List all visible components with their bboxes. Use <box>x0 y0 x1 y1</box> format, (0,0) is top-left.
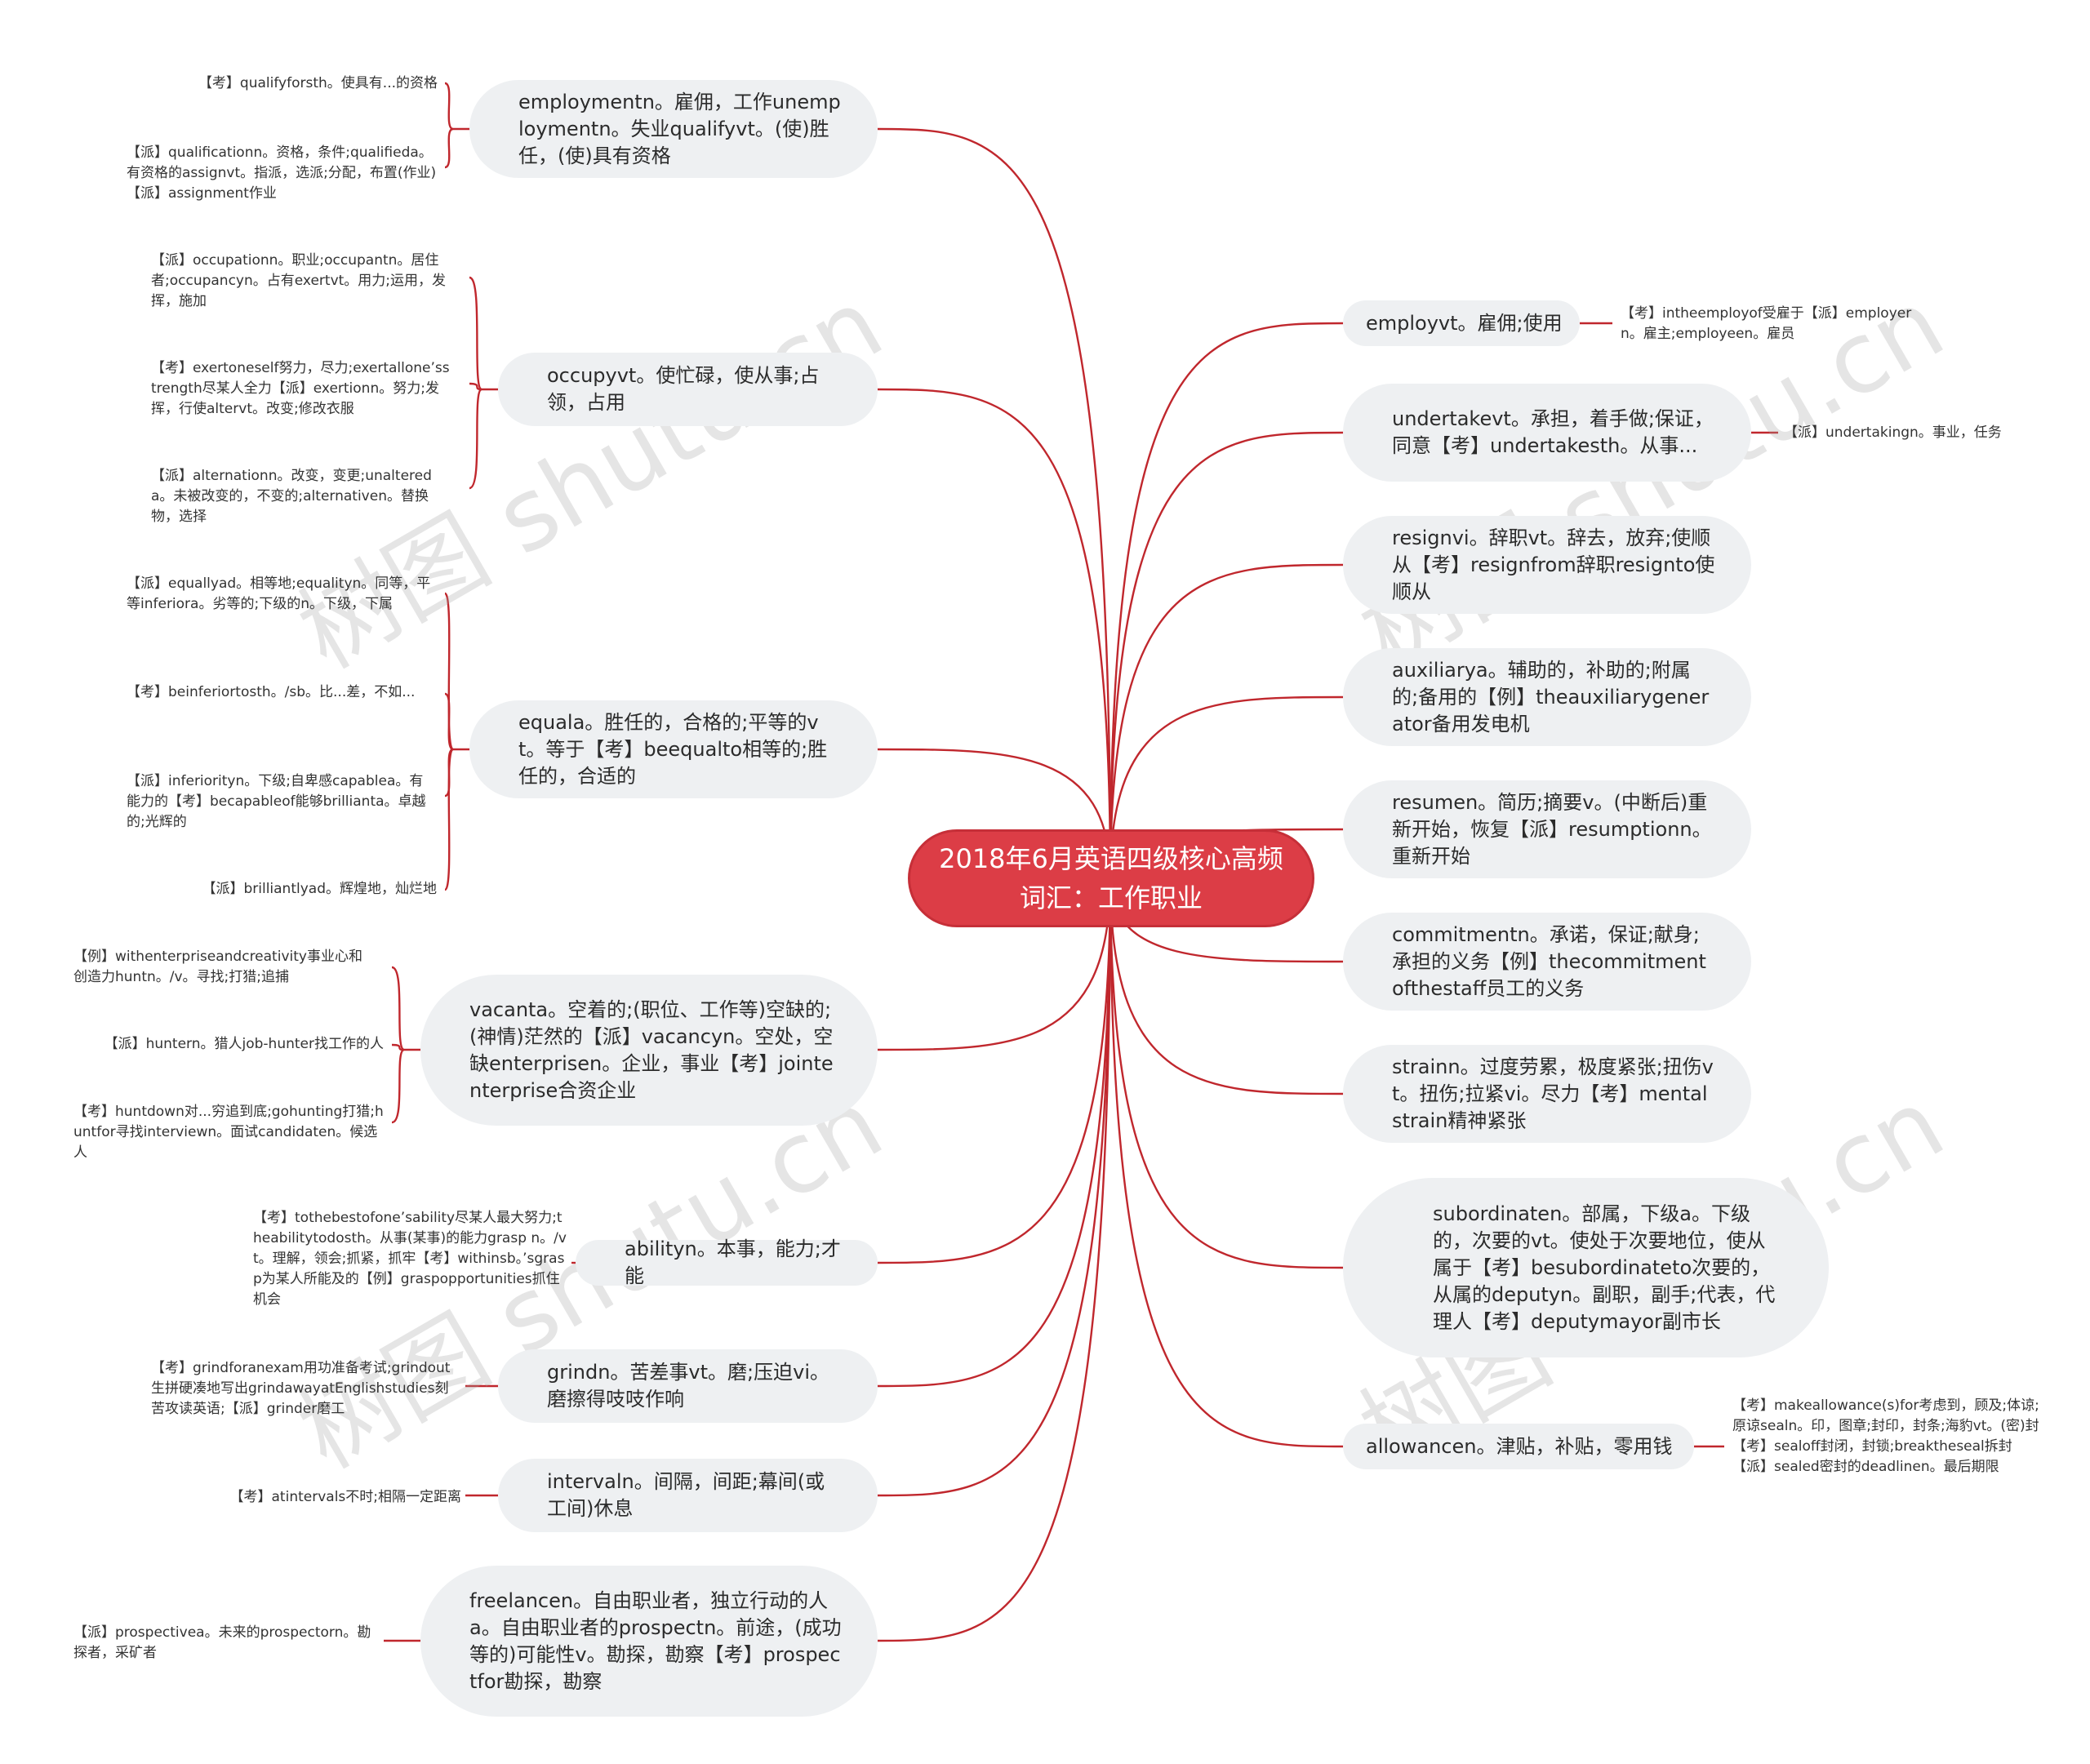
leaf-note: 【考】tothebestofone’sability尽某人最大努力;theabi… <box>253 1210 567 1308</box>
topic-vacant[interactable]: vacanta。空着的;(职位、工作等)空缺的;(神情)茫然的【派】vacanc… <box>420 975 878 1126</box>
branch-line <box>1109 878 1344 1095</box>
bracket-line <box>443 748 455 891</box>
topic-ability[interactable]: abilityn。本事，能力;才能 <box>576 1237 878 1287</box>
bracket-line <box>391 1048 406 1124</box>
leaf-note: 【考】huntdown对...穷追到底;gohunting打猎;huntfor寻… <box>73 1104 384 1161</box>
branch-line <box>1109 878 1344 1269</box>
leaf-note: 【考】makeallowance(s)for考虑到，顾及;体谅;原谅sealn。… <box>1732 1397 2039 1475</box>
leaf-note: 【派】brilliantlyad。辉煌地，灿烂地 <box>202 881 437 897</box>
bracket-line <box>391 966 406 1051</box>
leaf-note: 【考】grindforanexam用功准备考试;grindout生拼硬凑地写出g… <box>151 1360 451 1417</box>
bracket-line <box>469 276 483 391</box>
leaf-note: 【考】intheemployof受雇于【派】employern。雇主;emplo… <box>1621 305 1912 342</box>
bracket-line <box>469 382 482 391</box>
topic-label: employvt。雇佣;使用 <box>1366 311 1563 335</box>
topic-label: resumen。简历;摘要v。(中断后)重新开始，恢复【派】resumption… <box>1392 790 1712 868</box>
topic-auxiliary[interactable]: auxiliarya。辅助的，补助的;附属的;备用的【例】theauxiliar… <box>1343 648 1751 746</box>
bracket-line <box>443 592 455 751</box>
topic-label: auxiliarya。辅助的，补助的;附属的;备用的【例】theauxiliar… <box>1392 658 1710 735</box>
topic-label: vacanta。空着的;(职位、工作等)空缺的;(神情)茫然的【派】vacanc… <box>469 998 834 1102</box>
topic-equal[interactable]: equala。胜任的，合格的;平等的vt。等于【考】beequalto相等的;胜… <box>469 700 878 798</box>
topic-undertake[interactable]: undertakevt。承担，着手做;保证，同意【考】undertakesth。… <box>1343 384 1751 482</box>
bracket-line <box>444 127 454 169</box>
branch-line <box>1109 322 1344 879</box>
topic-resign[interactable]: resignvi。辞职vt。辞去，放弃;使顺从【考】resignfrom辞职re… <box>1343 516 1751 614</box>
branch-line <box>1109 431 1344 879</box>
topic-label: abilityn。本事，能力;才能 <box>625 1237 841 1287</box>
topic-employ[interactable]: employvt。雇佣;使用 <box>1343 300 1580 346</box>
topic-subordinate[interactable]: subordinaten。部属，下级a。下级的，次要的vt。使处于次要地位，使从… <box>1343 1178 1829 1357</box>
root-topic[interactable]: 2018年6月英语四级核心高频词汇：工作职业 <box>908 829 1314 927</box>
branch-line <box>1109 878 1344 1448</box>
topic-commitment[interactable]: commitmentn。承诺，保证;献身;承担的义务【例】thecommitme… <box>1343 913 1751 1011</box>
topic-label: occupyvt。使忙碌，使从事;占领，占用 <box>547 364 820 414</box>
branch-line <box>877 878 1112 1642</box>
topic-label: resignvi。辞职vt。辞去，放弃;使顺从【考】resignfrom辞职re… <box>1392 526 1715 603</box>
topic-freelance[interactable]: freelancen。自由职业者，独立行动的人a。自由职业者的prospectn… <box>420 1566 878 1717</box>
leaf-note: 【考】beinferiortosth。/sb。比...差，不如... <box>127 684 416 700</box>
topic-employment[interactable]: employmentn。雇佣，工作unemploymentn。失业qualify… <box>469 80 878 178</box>
leaf-note: 【考】exertoneself努力，尽力;exertallone’sstreng… <box>151 360 450 417</box>
leaf-note: 【派】alternationn。改变，变更;unaltereda。未被改变的，不… <box>151 468 432 525</box>
bracket-line <box>444 82 454 131</box>
root-title: 2018年6月英语四级核心高频词汇：工作职业 <box>939 843 1283 913</box>
topic-strain[interactable]: strainn。过度劳累，极度紧张;扭伤vt。扭伤;拉紧vi。尽力【考】ment… <box>1343 1045 1751 1143</box>
leaf-note: 【派】undertakingn。事业，任务 <box>1784 424 2002 441</box>
leaf-note: 【考】atintervals不时;相隔一定距离 <box>229 1489 461 1505</box>
topic-interval[interactable]: intervaln。间隔，间距;幕间(或工间)休息 <box>498 1459 878 1532</box>
branch-line <box>877 388 1112 879</box>
branch-line <box>877 878 1112 1497</box>
topic-label: strainn。过度劳累，极度紧张;扭伤vt。扭伤;拉紧vi。尽力【考】ment… <box>1392 1055 1714 1132</box>
topic-label: grindn。苦差事vt。磨;压迫vi。磨擦得吱吱作响 <box>547 1361 829 1411</box>
topic-resume[interactable]: resumen。简历;摘要v。(中断后)重新开始，恢复【派】resumption… <box>1343 780 1751 878</box>
branch-line <box>877 878 1112 1264</box>
leaf-note: 【派】prospectivea。未来的prospectorn。勘探者，采矿者 <box>73 1624 371 1661</box>
topic-label: freelancen。自由职业者，独立行动的人a。自由职业者的prospectn… <box>469 1588 842 1693</box>
leaf-note: 【例】withenterpriseandcreativity事业心和创造力hun… <box>73 949 362 985</box>
leaf-note: 【派】inferiorityn。下级;自卑感capablea。有能力的【考】be… <box>127 773 426 830</box>
topic-label: subordinaten。部属，下级a。下级的，次要的vt。使处于次要地位，使从… <box>1433 1202 1776 1333</box>
topic-label: equala。胜任的，合格的;平等的vt。等于【考】beequalto相等的;胜… <box>518 710 828 788</box>
topic-label: commitmentn。承诺，保证;献身;承担的义务【例】thecommitme… <box>1392 922 1706 1000</box>
topic-grind[interactable]: grindn。苦差事vt。磨;压迫vi。磨擦得吱吱作响 <box>498 1349 878 1423</box>
branch-line <box>877 878 1112 1051</box>
topic-label: allowancen。津贴，补贴，零用钱 <box>1366 1434 1673 1458</box>
bracket-line <box>469 388 483 490</box>
topic-label: undertakevt。承担，着手做;保证，同意【考】undertakesth。… <box>1392 407 1714 457</box>
leaf-note: 【派】qualificationn。资格，条件;qualifieda。有资格的a… <box>127 144 437 202</box>
branch-line <box>877 127 1112 879</box>
branch-line <box>1109 563 1344 879</box>
leaf-note: 【派】equallyad。相等地;equalityn。同等，平等inferior… <box>127 575 431 612</box>
topic-label: intervaln。间隔，间距;幕间(或工间)休息 <box>547 1470 825 1520</box>
bracket-line <box>444 692 454 751</box>
leaf-note: 【派】huntern。猎人job-hunter找工作的人 <box>104 1036 384 1052</box>
topic-occupy[interactable]: occupyvt。使忙碌，使从事;占领，占用 <box>498 353 878 426</box>
leaf-note: 【考】qualifyforsth。使具有...的资格 <box>198 75 438 91</box>
branch-line <box>1109 695 1344 879</box>
branch-line <box>877 878 1112 1388</box>
topic-label: employmentn。雇佣，工作unemploymentn。失业qualify… <box>518 90 841 167</box>
topic-allowance[interactable]: allowancen。津贴，补贴，零用钱 <box>1343 1424 1694 1469</box>
leaf-note: 【派】occupationn。职业;occupantn。居住者;occupanc… <box>151 252 447 309</box>
